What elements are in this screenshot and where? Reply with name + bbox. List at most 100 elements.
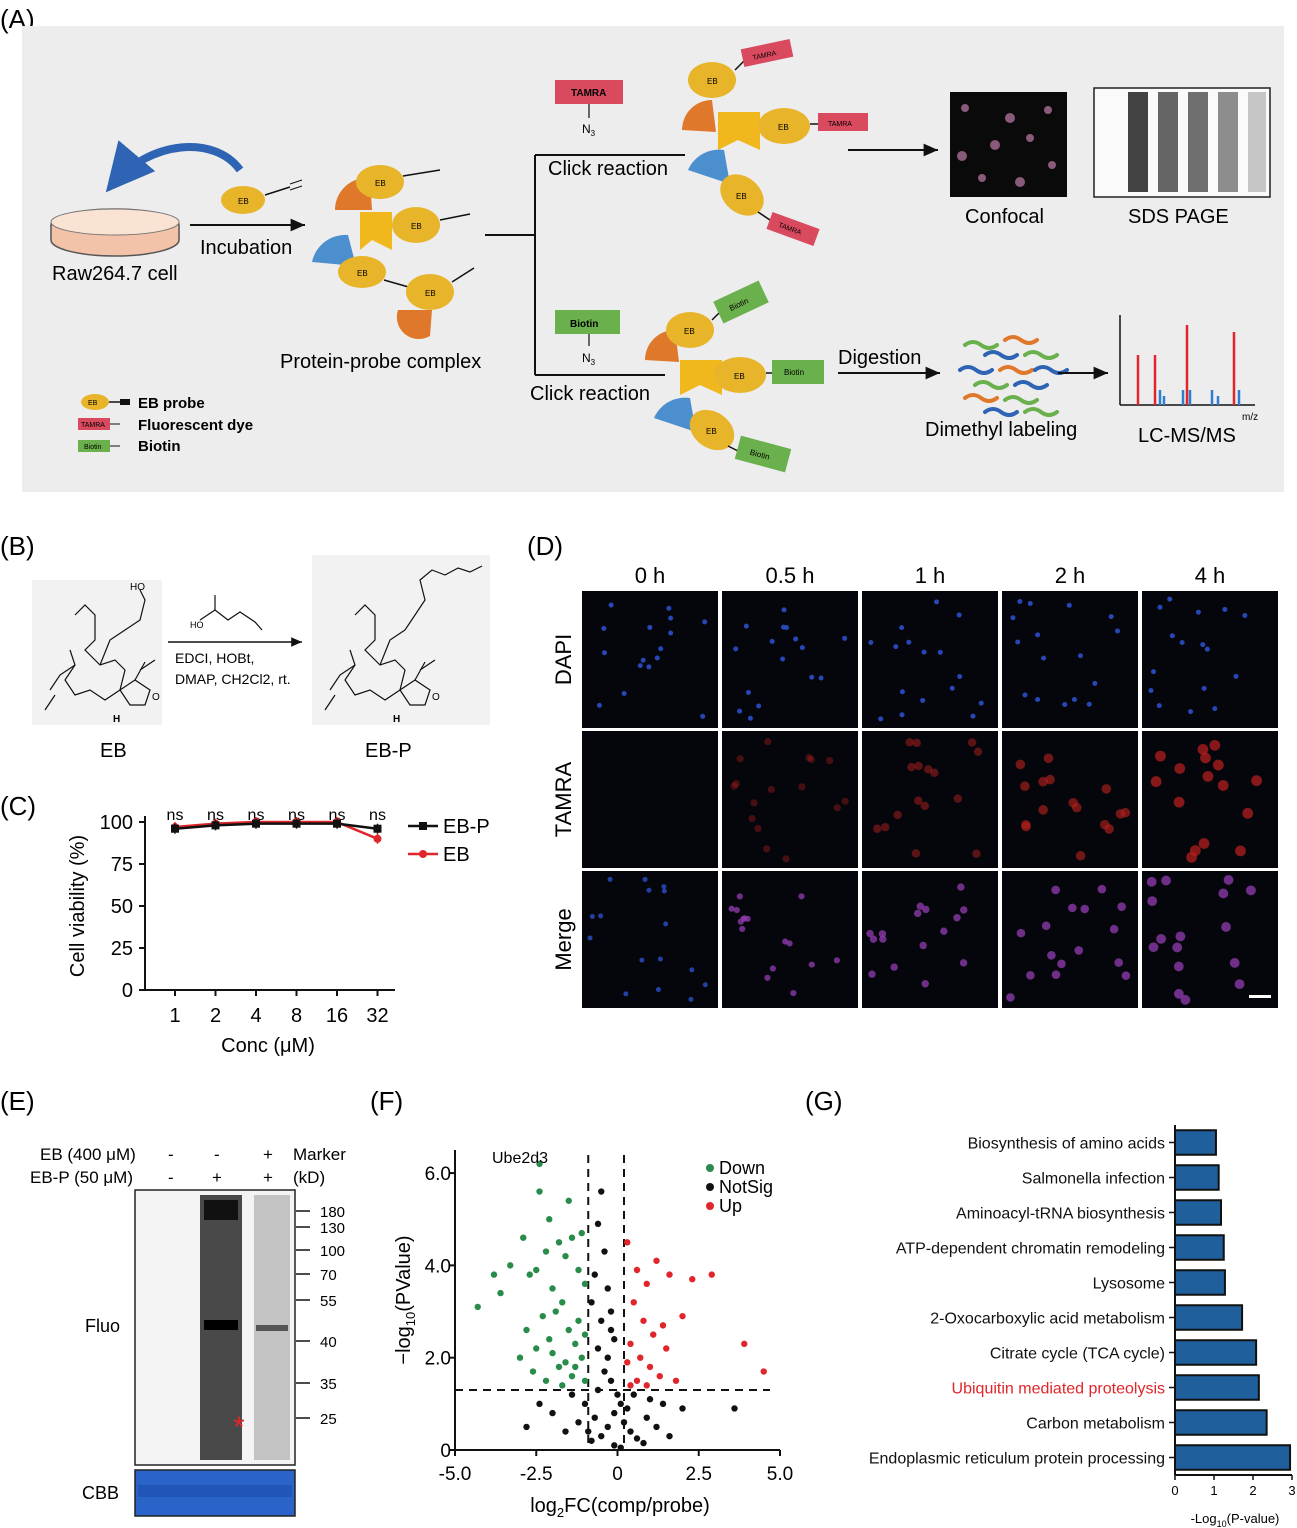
f-point <box>633 1435 641 1442</box>
f-point <box>666 1432 673 1440</box>
c-point <box>171 824 179 833</box>
d-image-tile <box>582 871 718 1008</box>
d-col-header: 4 h <box>1195 563 1226 588</box>
d-merge-signal <box>1234 979 1245 990</box>
ebp-structure-box <box>312 555 490 725</box>
d-merge-signal <box>1221 922 1231 932</box>
f-point <box>565 1197 572 1204</box>
d-merge-signal <box>790 990 797 997</box>
f-point <box>523 1423 530 1431</box>
d-nucleus <box>769 638 775 644</box>
f-point <box>624 1405 631 1412</box>
d-merge-signal <box>1172 942 1183 953</box>
d-merge-signal <box>657 956 663 962</box>
d-merge-signal <box>1180 994 1191 1005</box>
d-tamra-signal <box>914 761 923 771</box>
probe-eb-text: EB <box>238 197 249 206</box>
f-y-tick-label: 4.0 <box>425 1256 451 1277</box>
d-nucleus <box>666 605 672 611</box>
culture-dish-icon <box>50 208 180 257</box>
d-merge-signal <box>655 987 661 993</box>
d-merge-signal <box>1109 924 1119 934</box>
f-point <box>689 1276 696 1283</box>
d-tamra-signal <box>914 796 923 805</box>
d-merge-signal <box>663 921 669 927</box>
d-tamra-signal <box>1020 781 1030 792</box>
d-nucleus <box>1200 642 1206 648</box>
d-nucleus <box>893 644 899 650</box>
d-nucleus <box>1195 609 1201 615</box>
d-tamra-signal <box>1174 763 1186 774</box>
g-category-label: Salmonella infection <box>1022 1171 1165 1188</box>
d-nucleus <box>970 713 976 719</box>
f-point <box>627 1428 634 1435</box>
d-merge-signal <box>940 927 948 935</box>
d-merge-signal <box>607 876 613 882</box>
d-col-header: 0 h <box>635 563 666 588</box>
legend-fluorescent-dye: Fluorescent dye <box>138 417 253 434</box>
f-point <box>679 1312 686 1320</box>
d-nucleus <box>637 663 643 669</box>
c-y-tick-label: 75 <box>111 854 133 876</box>
f-point <box>594 1220 602 1228</box>
f-point <box>611 1336 618 1343</box>
sds-page-lanes <box>1128 92 1266 192</box>
d-merge-signal <box>728 905 735 912</box>
d-merge-signal <box>1173 961 1184 972</box>
d-merge-signal <box>1161 875 1171 886</box>
d-nucleus <box>745 690 751 696</box>
d-nucleus <box>949 685 955 691</box>
d-tamra-signal <box>953 794 963 803</box>
d-nucleus <box>747 715 753 721</box>
f-point <box>607 1308 615 1315</box>
confocal-label: Confocal <box>965 206 1044 228</box>
d-tamra-signal <box>1045 774 1055 785</box>
mz-label: m/z <box>1242 412 1258 423</box>
c-ns-label: ns <box>248 807 265 824</box>
d-tamra-signal <box>1198 838 1210 849</box>
f-x-tick-label: -2.5 <box>520 1464 553 1485</box>
panel-label-c: (C) <box>0 791 36 821</box>
f-point <box>568 1372 576 1380</box>
d-nucleus <box>658 646 664 652</box>
biotin-reagent-label: Biotin <box>570 319 598 330</box>
c-ns-label: ns <box>288 807 305 824</box>
d-image-tile <box>722 871 858 1008</box>
eb-name: EB <box>100 740 127 762</box>
d-merge-signal <box>589 913 595 919</box>
d-merge-signal <box>769 965 776 972</box>
d-nucleus <box>621 691 627 697</box>
f-ylabel: −log10(PValue) <box>393 1235 418 1364</box>
f-point <box>630 1299 637 1306</box>
f-point <box>594 1345 602 1352</box>
d-merge-signal <box>764 974 771 981</box>
f-legend-label: Down <box>719 1158 765 1178</box>
d-tamra-signal <box>893 810 902 820</box>
d-nucleus <box>1167 596 1173 602</box>
f-y-tick-label: 6.0 <box>425 1164 451 1185</box>
d-tamra-signal <box>1186 851 1198 863</box>
d-tamra-signal <box>754 824 762 833</box>
f-point <box>637 1354 644 1361</box>
d-row-header: Merge <box>551 908 576 970</box>
c-x-tick-label: 8 <box>291 1005 302 1027</box>
c-y-tick-label: 25 <box>111 938 133 960</box>
d-merge-signal <box>1246 885 1256 896</box>
panel-label-e: (E) <box>0 1086 35 1116</box>
eb-text: EB <box>734 372 745 381</box>
f-point <box>497 1289 504 1297</box>
d-merge-signal <box>740 915 747 922</box>
f-point <box>549 1409 556 1417</box>
d-nucleus <box>702 619 708 625</box>
f-x-tick-label: 2.5 <box>686 1464 712 1485</box>
d-nucleus <box>743 623 749 629</box>
d-tamra-signal <box>1197 744 1209 755</box>
c-point <box>373 824 382 833</box>
d-tamra-signal <box>1200 752 1211 764</box>
d-merge-signal <box>866 929 874 938</box>
f-point <box>555 1363 563 1371</box>
e-marker-label: 55 <box>320 1293 337 1310</box>
d-merge-signal <box>869 935 878 943</box>
e-marker-label: 35 <box>320 1376 337 1393</box>
d-nucleus <box>818 675 824 681</box>
